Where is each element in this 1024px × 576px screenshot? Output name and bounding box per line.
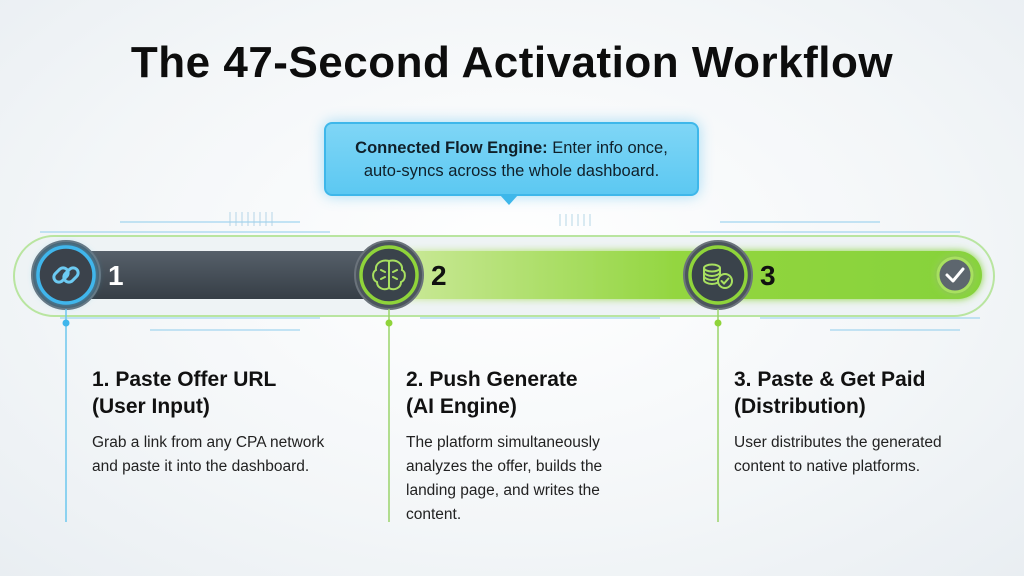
step-2-title-line-1: 2. Push Generate [406, 368, 578, 391]
decorative-ticks [229, 212, 591, 226]
step-2-title-line-2: (AI Engine) [406, 395, 517, 418]
step-1-title: 1. Paste Offer URL (User Input) [92, 366, 372, 420]
callout-line-2: auto-syncs across the whole dashboard. [363, 162, 660, 180]
coins-check-icon [703, 263, 733, 289]
callout-bold-label: Connected Flow Engine: [355, 139, 548, 157]
decorative-lines [40, 221, 980, 331]
callout-line-1: Connected Flow Engine: Enter info once, [326, 137, 697, 160]
track-dark-segment [36, 251, 396, 299]
step-connectors [62, 309, 722, 522]
callout-pointer [500, 195, 518, 205]
connected-flow-callout: Connected Flow Engine: Enter info once, … [324, 122, 699, 196]
step-1-number: 1 [108, 260, 124, 291]
page-title: The 47-Second Activation Workflow [130, 38, 894, 87]
step-3-number: 3 [760, 260, 776, 291]
end-check-node [936, 256, 974, 294]
step-1-node [31, 240, 101, 310]
step-3-description: User distributes the generated content t… [734, 434, 942, 475]
step-3-title-line-1: 3. Paste & Get Paid [734, 368, 926, 391]
callout-line-1-rest: Enter info once, [547, 139, 668, 157]
track-green-segment [372, 251, 982, 299]
step-2-description: The platform simultaneously analyzes the… [406, 434, 603, 523]
link-icon [52, 266, 80, 284]
checkmark-icon [945, 267, 965, 283]
step-1-title-line-1: 1. Paste Offer URL [92, 368, 277, 391]
step-1-description: Grab a link from any CPA network and pas… [92, 434, 325, 475]
step-2-title: 2. Push Generate (AI Engine) [406, 366, 696, 420]
step-3-node [683, 240, 753, 310]
step-1-title-line-2: (User Input) [92, 395, 210, 418]
brain-icon [372, 259, 406, 291]
step-3-title: 3. Paste & Get Paid (Distribution) [734, 366, 1014, 420]
step-3-title-line-2: (Distribution) [734, 395, 866, 418]
step-2-number: 2 [431, 260, 447, 291]
step-2-node [354, 240, 424, 310]
